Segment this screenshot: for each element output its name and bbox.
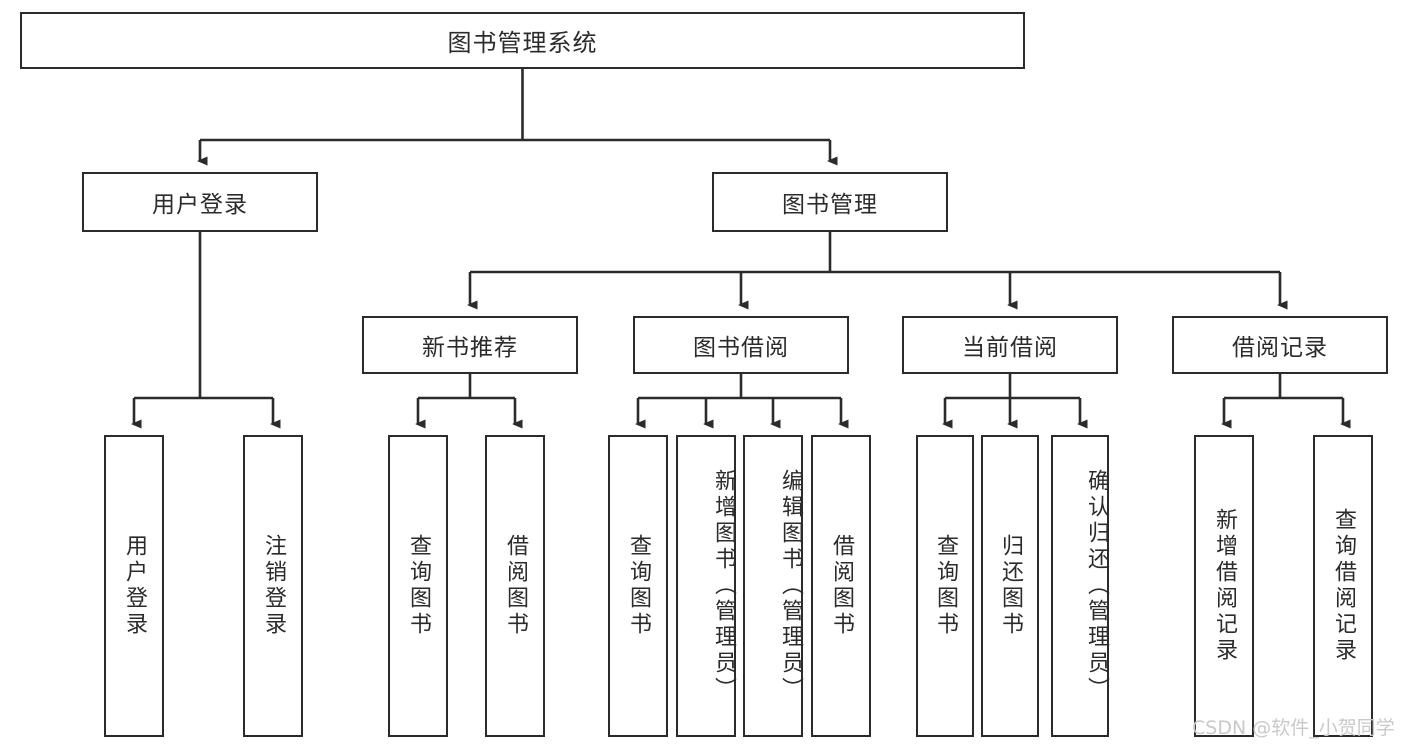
node-new-book-rec[interactable]: 新书推荐	[362, 316, 578, 374]
node-label: 注销登录	[261, 534, 286, 638]
node-label: 借阅图书	[829, 534, 854, 638]
node-leaf-query-book-2[interactable]: 查询图书	[608, 435, 668, 737]
node-leaf-user-logout[interactable]: 注销登录	[243, 435, 303, 737]
node-current-borrow[interactable]: 当前借阅	[902, 316, 1118, 374]
node-label: 图书管理	[782, 192, 878, 218]
node-label: 编辑图书（管理员）	[778, 469, 803, 703]
node-label: 用户登录	[122, 534, 147, 638]
node-label: 归还图书	[998, 534, 1023, 638]
node-label: 图书借阅	[693, 335, 789, 361]
node-leaf-borrow-book-2[interactable]: 借阅图书	[811, 435, 871, 737]
node-label: 新增借阅记录	[1212, 508, 1237, 664]
node-leaf-user-login[interactable]: 用户登录	[104, 435, 164, 737]
node-label: 图书管理系统	[447, 29, 598, 57]
node-label: 查询图书	[406, 534, 431, 638]
node-label: 新书推荐	[422, 335, 518, 361]
node-root[interactable]: 图书管理系统	[20, 12, 1025, 69]
node-leaf-edit-book[interactable]: 编辑图书（管理员）	[743, 435, 803, 737]
link-group	[134, 69, 1343, 424]
node-leaf-query-record[interactable]: 查询借阅记录	[1313, 435, 1373, 737]
node-leaf-query-book-1[interactable]: 查询图书	[388, 435, 448, 737]
node-label: 查询图书	[933, 534, 958, 638]
node-label: 借阅记录	[1232, 335, 1328, 361]
node-leaf-confirm-return[interactable]: 确认归还（管理员）	[1051, 435, 1109, 737]
node-label: 当前借阅	[962, 335, 1058, 361]
node-label: 用户登录	[152, 192, 248, 218]
node-leaf-query-book-3[interactable]: 查询图书	[916, 435, 974, 737]
node-label: 查询借阅记录	[1331, 508, 1356, 664]
node-label: 借阅图书	[503, 534, 528, 638]
node-leaf-return-book[interactable]: 归还图书	[981, 435, 1039, 737]
node-label: 查询图书	[626, 534, 651, 638]
node-user-login[interactable]: 用户登录	[82, 172, 318, 232]
node-borrow-record[interactable]: 借阅记录	[1172, 316, 1388, 374]
node-leaf-add-record[interactable]: 新增借阅记录	[1194, 435, 1254, 737]
node-leaf-borrow-book-1[interactable]: 借阅图书	[485, 435, 545, 737]
node-book-manage[interactable]: 图书管理	[712, 172, 948, 232]
node-label: 新增图书（管理员）	[711, 469, 736, 703]
node-leaf-add-book[interactable]: 新增图书（管理员）	[676, 435, 736, 737]
node-label: 确认归还（管理员）	[1084, 469, 1109, 703]
node-book-borrow[interactable]: 图书借阅	[633, 316, 849, 374]
